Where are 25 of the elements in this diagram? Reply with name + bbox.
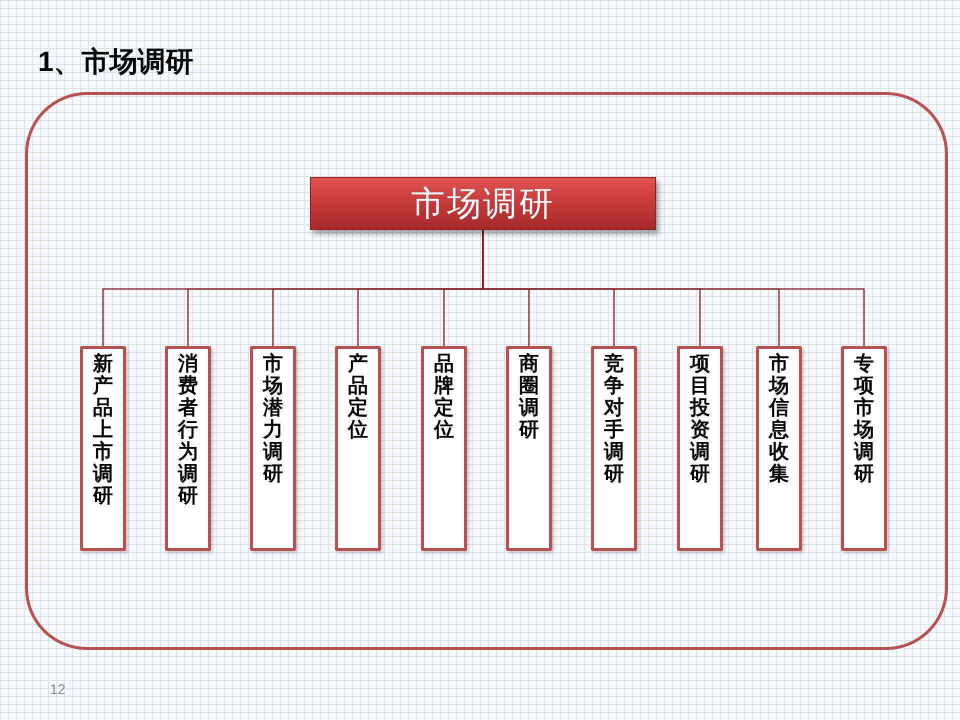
category-box (591, 346, 637, 551)
node-label: 市场信息收集 (769, 352, 789, 487)
category-box (506, 346, 552, 551)
node-label: 市场潜力调研 (263, 352, 283, 487)
node-label: 消费者行为调研 (178, 352, 198, 509)
category-box (841, 346, 887, 551)
category-box (677, 346, 723, 551)
page-number: 12 (50, 680, 66, 699)
node-label: 专项市场调研 (854, 352, 874, 487)
node-label: 市场调研 (411, 186, 555, 220)
root-box (310, 177, 656, 230)
node-label: 新产品上市调研 (93, 352, 113, 509)
node-label: 商圈调研 (519, 352, 539, 443)
category-box (756, 346, 802, 551)
category-box (80, 346, 126, 551)
node-label: 项目投资调研 (690, 352, 710, 487)
node-label: 品牌定位 (434, 352, 454, 443)
category-box (421, 346, 467, 551)
node-label: 产品定位 (348, 352, 368, 443)
node-label: 竞争对手调研 (604, 352, 624, 487)
slide-title: 1、市场调研 (38, 45, 194, 79)
category-box (250, 346, 296, 551)
category-box (335, 346, 381, 551)
group-frame (25, 92, 948, 650)
category-box (165, 346, 211, 551)
